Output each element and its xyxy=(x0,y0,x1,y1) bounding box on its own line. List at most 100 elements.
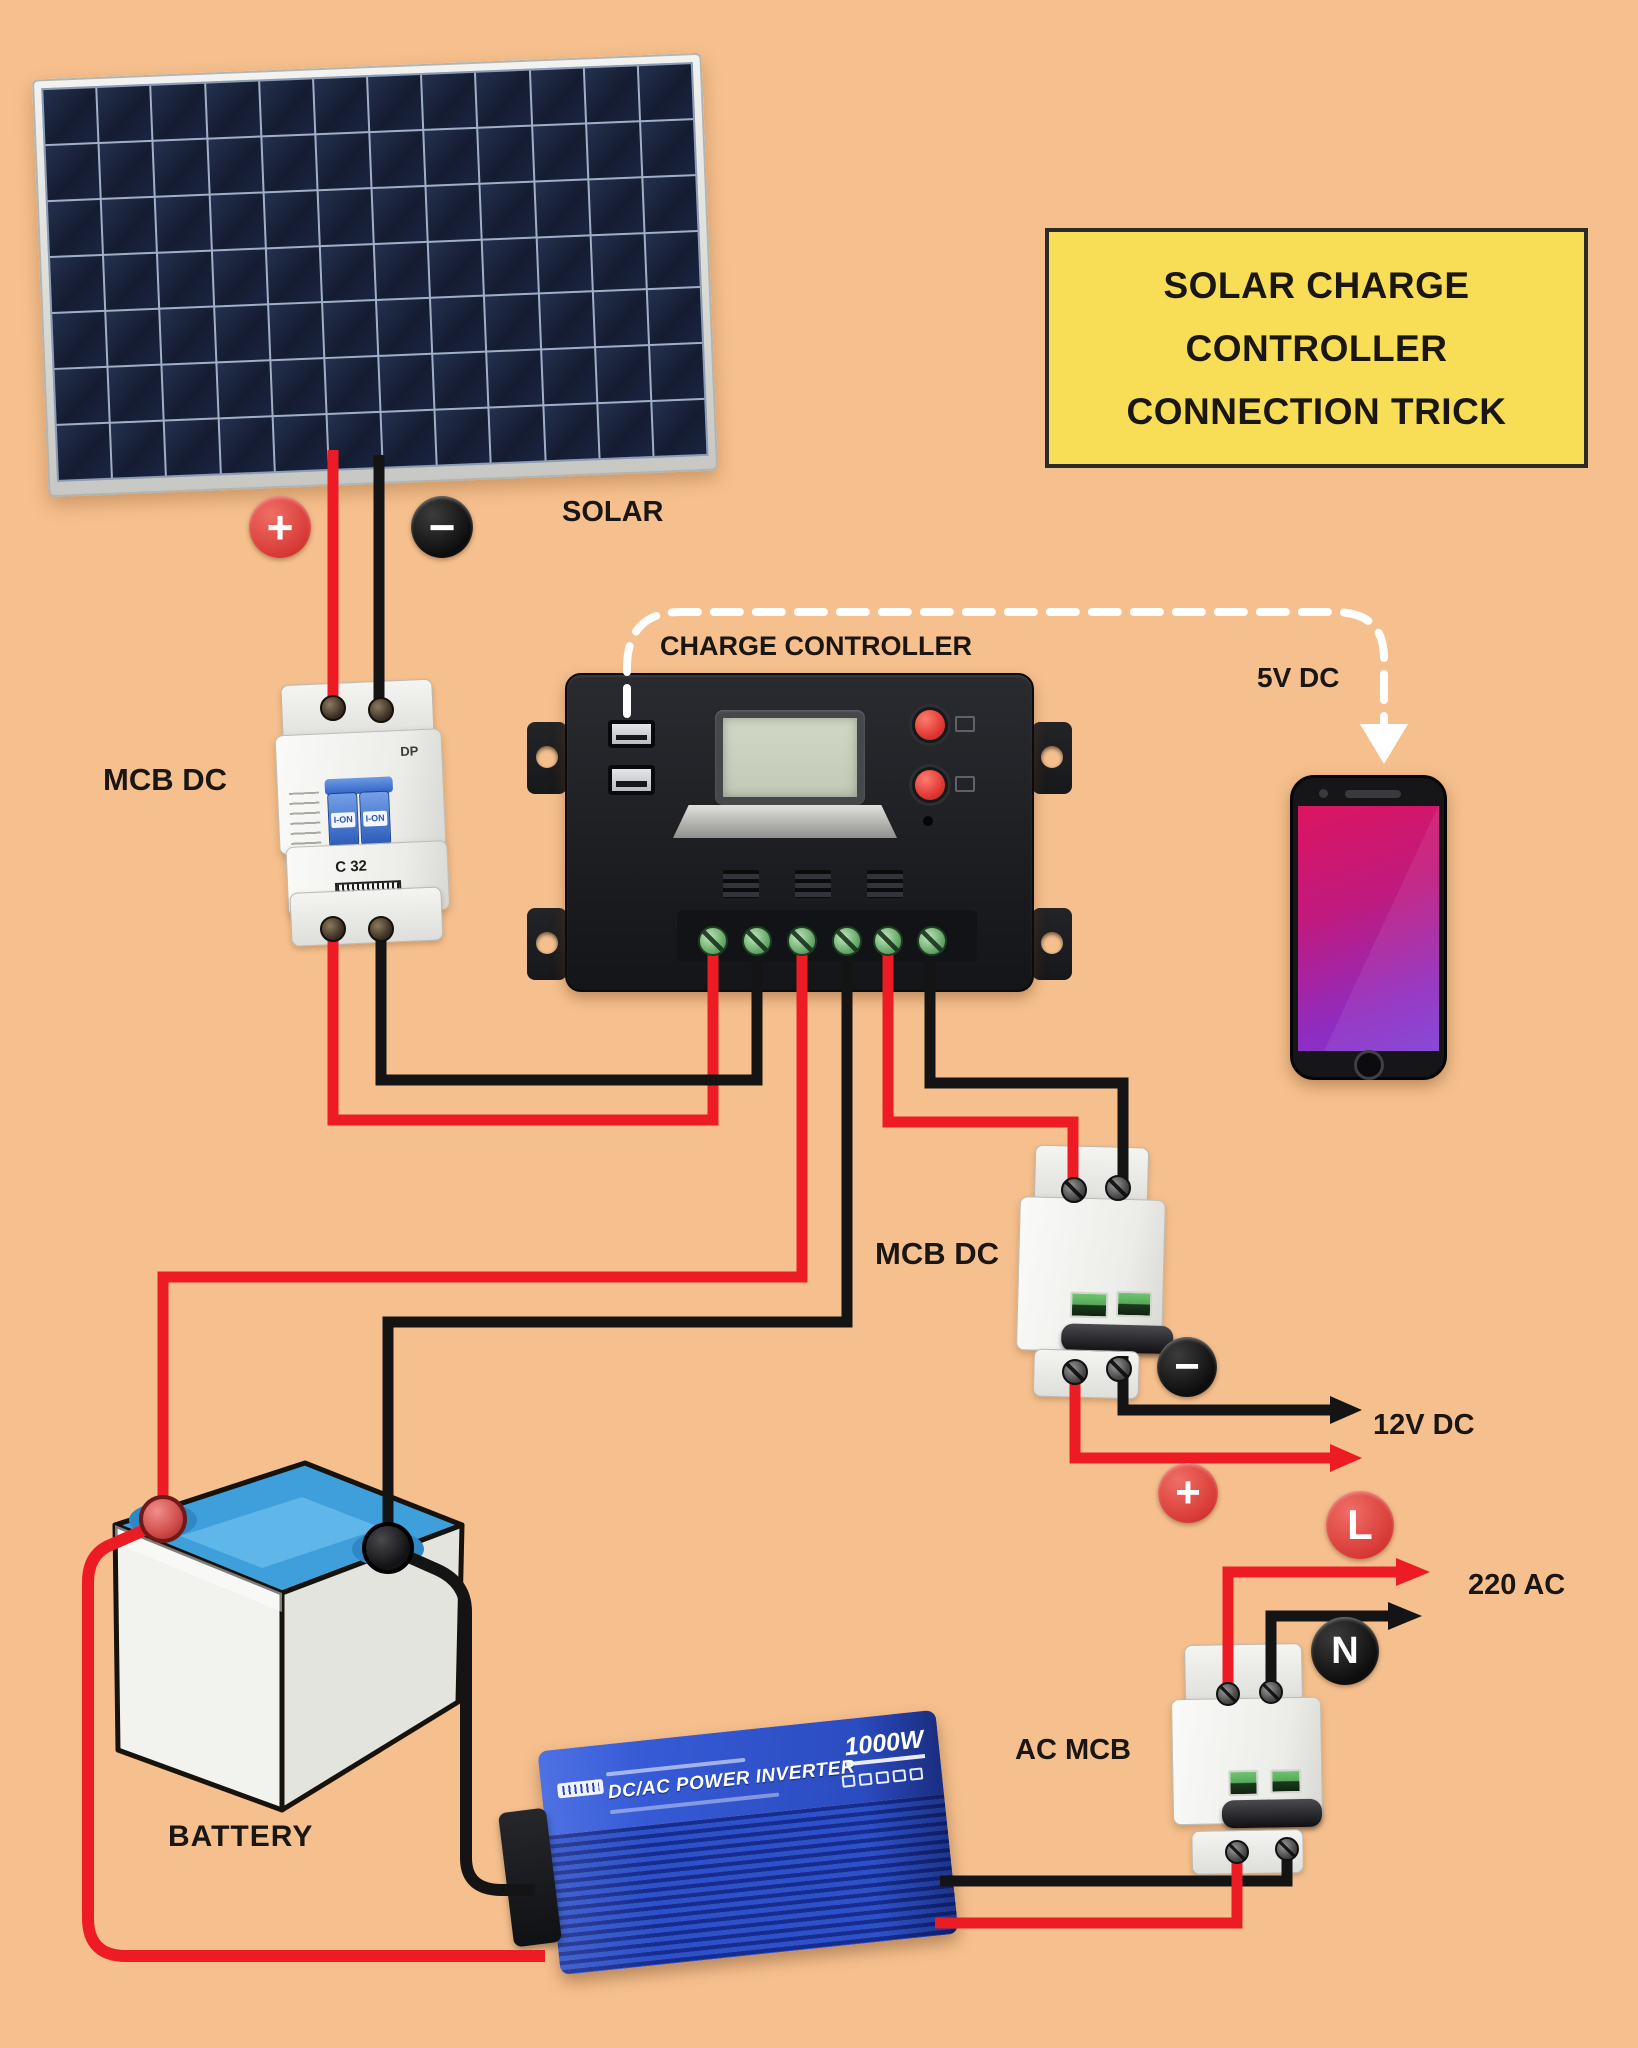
controller-mount-hole xyxy=(536,746,558,768)
controller-terminal-pv-positive xyxy=(698,926,728,956)
mcb-solar-terminal-in-negative xyxy=(368,697,394,723)
toggle-label: I-ON xyxy=(362,810,388,827)
inverter-body: DC/AC POWER INVERTER 1000W xyxy=(537,1709,959,1976)
breaker-top-cap xyxy=(1184,1642,1304,1706)
breaker-toggle-right[interactable]: I-ON xyxy=(359,790,392,846)
usb-output-label: 5V DC xyxy=(1257,662,1340,693)
solar-cell xyxy=(584,66,639,123)
arrow-12v-negative-icon xyxy=(1330,1396,1362,1424)
breaker-toggle[interactable] xyxy=(1221,1798,1323,1829)
mcb-solar-terminal-out-negative xyxy=(368,916,394,942)
solar-cell xyxy=(424,128,479,185)
solar-cell xyxy=(638,64,693,121)
solar-panel-cells xyxy=(41,62,709,482)
vent-icon xyxy=(723,870,759,898)
solar-cell xyxy=(47,199,103,257)
solar-cell xyxy=(534,180,590,237)
solar-cell xyxy=(483,238,538,295)
status-window xyxy=(1270,1769,1302,1794)
solar-cell xyxy=(530,68,585,125)
button-icon xyxy=(955,716,975,732)
battery-label: BATTERY xyxy=(168,1820,314,1853)
solar-cell xyxy=(476,70,531,127)
title-line-3: CONNECTION TRICK xyxy=(1126,390,1507,432)
ac-output-label: 220 AC xyxy=(1468,1569,1566,1601)
usb-port-icon[interactable] xyxy=(608,720,655,748)
controller-terminal-pv-negative xyxy=(742,926,772,956)
solar-cell xyxy=(104,253,159,310)
breaker-toggle-left[interactable]: I-ON xyxy=(327,791,360,848)
solar-cell xyxy=(214,305,269,362)
solar-cell xyxy=(151,83,206,140)
solar-cell xyxy=(327,412,382,469)
solar-cell xyxy=(268,303,324,360)
solar-cell xyxy=(541,348,596,405)
controller-set-button[interactable] xyxy=(912,767,948,803)
solar-cell xyxy=(426,184,481,241)
ac-mcb-terminal-out-neutral xyxy=(1259,1680,1283,1704)
solar-cell xyxy=(431,296,486,353)
solar-cell xyxy=(99,141,154,198)
solar-cell xyxy=(489,406,545,463)
wire-battery-positive xyxy=(157,933,808,1516)
mcb-dc-solar: DP I-ON I-ON C 32 xyxy=(250,668,462,961)
button-icon xyxy=(955,776,975,792)
solar-cell xyxy=(539,292,594,349)
dashed-arrowhead-icon xyxy=(1360,724,1408,764)
solar-cell xyxy=(108,365,163,422)
breaker-bottom-cap xyxy=(289,886,444,947)
toggle-label: I-ON xyxy=(330,811,356,828)
mcb-solar-terminal-in-positive xyxy=(320,695,346,721)
controller-terminal-battery-negative xyxy=(832,926,862,956)
solar-cell xyxy=(377,298,432,355)
solar-cell xyxy=(368,75,423,132)
solar-cell xyxy=(422,72,477,129)
solar-cell xyxy=(433,352,488,409)
dc-output-label: 12V DC xyxy=(1373,1409,1475,1441)
controller-lcd xyxy=(715,710,865,805)
solar-cell xyxy=(372,186,427,243)
solar-positive-badge: + xyxy=(249,496,311,558)
neutral-badge: N xyxy=(1311,1617,1379,1685)
arrow-220-neutral-icon xyxy=(1388,1602,1422,1630)
solar-cell xyxy=(645,232,700,289)
ac-mcb-label: AC MCB xyxy=(1015,1734,1131,1766)
solar-cell xyxy=(219,417,274,474)
solar-cell xyxy=(205,81,260,138)
mcb-load-terminal-in-negative xyxy=(1105,1175,1131,1201)
solar-cell xyxy=(374,242,430,299)
solar-cell xyxy=(106,309,161,366)
solar-panel xyxy=(31,52,719,498)
solar-negative-badge: − xyxy=(411,496,473,558)
solar-cell xyxy=(45,144,100,201)
ac-mcb xyxy=(1162,1641,1328,1876)
phone-speaker-icon xyxy=(1345,790,1401,798)
solar-cell xyxy=(50,255,105,312)
solar-cell xyxy=(156,195,211,252)
solar-cell xyxy=(162,363,218,420)
solar-cell xyxy=(110,421,166,478)
solar-cell xyxy=(487,350,542,407)
breaker-rating-label: C 32 xyxy=(334,857,368,876)
controller-menu-button[interactable] xyxy=(912,707,948,743)
ac-mcb-terminal-in-neutral xyxy=(1275,1837,1299,1861)
solar-cell xyxy=(640,120,696,177)
solar-cell xyxy=(478,126,533,183)
solar-cell xyxy=(532,124,587,181)
power-inverter: DC/AC POWER INVERTER 1000W xyxy=(537,1705,970,1985)
usb-port-icon[interactable] xyxy=(608,765,655,795)
solar-cell xyxy=(266,247,321,304)
solar-cell xyxy=(485,294,540,351)
solar-cell xyxy=(428,240,484,297)
status-window xyxy=(1115,1290,1153,1318)
controller-mount-hole xyxy=(536,932,558,954)
breaker-pole-label: DP xyxy=(399,743,419,760)
phone-home-button xyxy=(1354,1050,1384,1080)
solar-cell xyxy=(586,122,642,179)
load-negative-badge: − xyxy=(1157,1337,1217,1397)
smartphone xyxy=(1290,775,1447,1080)
solar-cell xyxy=(264,191,319,248)
solar-cell xyxy=(165,419,220,476)
solar-cell xyxy=(322,301,378,358)
